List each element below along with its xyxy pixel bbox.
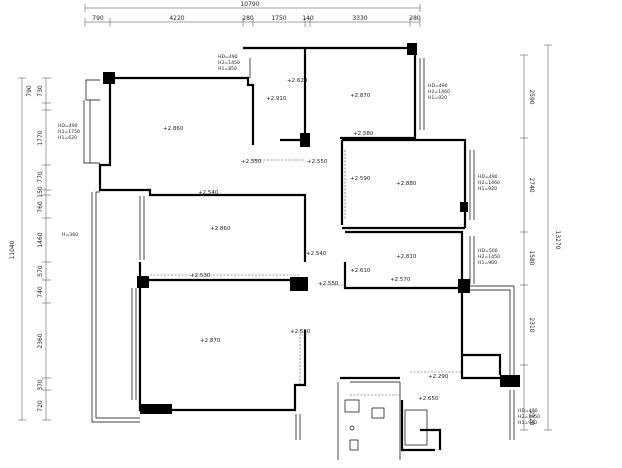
walls xyxy=(98,46,520,452)
kitchen-fixtures xyxy=(344,399,428,451)
dim-left-10: 370 xyxy=(37,379,44,391)
side-label: H=360 xyxy=(62,232,78,238)
dim-top-2: 280 xyxy=(242,15,254,22)
dim-right-4: 2220 xyxy=(528,410,535,425)
window-note-3-line-2: H1=920 xyxy=(428,95,447,101)
window-note-4-line-2: H1=920 xyxy=(478,186,497,192)
dim-left-1: 730 xyxy=(37,85,44,97)
dim-left-9: 2360 xyxy=(37,333,44,348)
level-marker: +2.870 xyxy=(350,93,371,99)
window-note-3-line-1: H2=1460 xyxy=(428,89,450,95)
level-marker: +2.550 xyxy=(318,281,339,287)
window-note-1-line-2: H1=850 xyxy=(218,66,237,72)
dim-right-1: 2740 xyxy=(528,177,535,192)
dim-overall-right: 13270 xyxy=(554,230,561,249)
window-note-6-line-2: H1=940 xyxy=(518,420,537,426)
window-note-3-line-0: HD=490 xyxy=(428,83,448,89)
window-note-4-line-1: H2=1460 xyxy=(478,180,500,186)
level-marker: +2.530 xyxy=(190,273,211,279)
level-marker: +2.290 xyxy=(428,374,449,380)
window-note-2-line-1: H2=1750 xyxy=(58,129,80,135)
right-dimension-chain: 13270 2590 2740 1580 2310 2220 xyxy=(520,44,561,431)
level-marker: +2.860 xyxy=(210,226,231,232)
window-note-2-line-0: HD=490 xyxy=(58,123,78,129)
top-dimension-chain: 10790 790 4220 280 1750 140 3330 280 xyxy=(84,1,421,27)
dim-left-2: 1770 xyxy=(37,130,44,145)
dashed-lines xyxy=(150,150,462,396)
level-marker: +2.580 xyxy=(353,131,374,137)
level-marker: +2.620 xyxy=(287,78,308,84)
window-note-5-line-0: HD=500 xyxy=(478,248,498,254)
window-note-1-line-1: H2=1450 xyxy=(218,60,240,66)
dim-left-11: 720 xyxy=(37,400,44,412)
left-dimension-chain: 11040 730 1770 770 150 760 1460 570 740 … xyxy=(9,77,51,421)
level-marker: +2.590 xyxy=(350,176,371,182)
dim-overall-top: 10790 xyxy=(240,1,259,8)
level-marker: +2.540 xyxy=(306,251,327,257)
level-marker: +2.550 xyxy=(290,329,311,335)
level-marker: +2.650 xyxy=(418,396,439,402)
level-marker: +2.610 xyxy=(350,268,371,274)
level-marker: +2.550 xyxy=(307,159,328,165)
level-marker: +2.910 xyxy=(266,96,287,102)
columns xyxy=(103,43,520,414)
level-marker: +2.570 xyxy=(390,277,411,283)
dim-top-5: 3330 xyxy=(352,15,367,22)
window-note-6-line-0: HD=490 xyxy=(518,408,538,414)
window-note-5-line-1: H2=1450 xyxy=(478,254,500,260)
dim-left-6: 1460 xyxy=(37,232,44,247)
window-note-4-line-0: HD=490 xyxy=(478,174,498,180)
dim-top-4: 140 xyxy=(302,15,314,22)
level-marker: +2.870 xyxy=(200,338,221,344)
dim-left-5: 760 xyxy=(37,201,44,213)
window-notes: HD=490 H2=1450 H1=850 HD=490 H2=1750 H1=… xyxy=(58,54,540,426)
level-marker: +2.880 xyxy=(396,181,417,187)
level-marker: +2.810 xyxy=(396,254,417,260)
dim-left-3: 770 xyxy=(37,171,44,183)
dim-left-0: 790 xyxy=(26,85,33,97)
level-marker: +2.860 xyxy=(163,126,184,132)
window-note-2-line-2: H1=620 xyxy=(58,135,77,141)
dim-left-7: 570 xyxy=(37,265,44,277)
dim-top-6: 280 xyxy=(409,15,421,22)
window-note-1-line-0: HD=490 xyxy=(218,54,238,60)
window-note-6-line-1: H2=1450 xyxy=(518,414,540,420)
dim-left-4: 150 xyxy=(37,186,44,198)
level-marker: +2.550 xyxy=(241,159,262,165)
dim-right-0: 2590 xyxy=(528,89,535,104)
dim-top-3: 1750 xyxy=(271,15,286,22)
dim-top-0: 790 xyxy=(92,15,104,22)
dim-left-8: 740 xyxy=(37,286,44,298)
level-marker: +2.540 xyxy=(198,190,219,196)
window-note-5-line-2: H1=960 xyxy=(478,260,497,266)
dim-top-1: 4220 xyxy=(169,15,184,22)
dim-right-2: 1580 xyxy=(528,250,535,265)
dim-overall-left: 11040 xyxy=(9,240,16,259)
dim-right-3: 2310 xyxy=(528,317,535,332)
level-markers: +2.860 +2.620 +2.910 +2.870 +2.580 +2.55… xyxy=(163,78,449,402)
balconies-and-windows xyxy=(83,58,515,460)
